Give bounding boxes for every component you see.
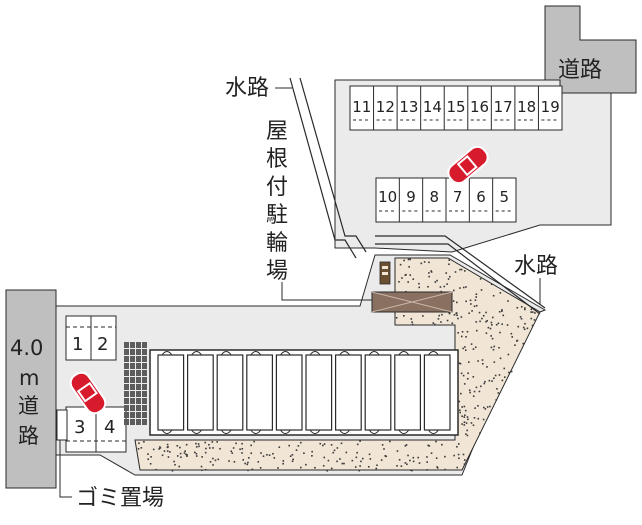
car-icon bbox=[447, 145, 489, 185]
slot-18: 18 bbox=[517, 98, 536, 116]
slot-1: 1 bbox=[72, 334, 83, 355]
waterway-right-label: 水路 bbox=[514, 254, 558, 279]
slot-8: 8 bbox=[430, 188, 440, 206]
slot-11: 11 bbox=[352, 98, 371, 116]
slot-3: 3 bbox=[74, 417, 85, 438]
apartment-unit bbox=[246, 354, 274, 431]
apartment-unit bbox=[335, 354, 362, 431]
slot-16: 16 bbox=[470, 98, 489, 116]
slot-10: 10 bbox=[378, 188, 397, 206]
slot-14: 14 bbox=[423, 98, 442, 116]
apartment-unit bbox=[305, 354, 333, 431]
apartment-unit bbox=[364, 354, 392, 431]
svg-text:根: 根 bbox=[266, 147, 288, 172]
slot-15: 15 bbox=[446, 98, 465, 116]
slot-12: 12 bbox=[376, 98, 395, 116]
svg-text:付: 付 bbox=[266, 175, 288, 200]
parking-left-top bbox=[65, 315, 117, 361]
garbage-leader bbox=[59, 440, 72, 498]
slot-7: 7 bbox=[453, 188, 463, 206]
bike-parking-label: 屋 根 付 駐 輪 場 bbox=[266, 119, 288, 284]
waterway-channel-left bbox=[289, 77, 357, 259]
slot-17: 17 bbox=[494, 98, 513, 116]
road-left-char-1: 道 bbox=[18, 394, 39, 418]
waterway-channel-left-2 bbox=[299, 77, 367, 253]
bike-parking-roof bbox=[371, 291, 453, 313]
svg-text:駐: 駐 bbox=[266, 203, 288, 228]
apartment-unit bbox=[423, 354, 451, 431]
entrance-tiles bbox=[124, 342, 147, 425]
bike-parking-leader bbox=[281, 282, 372, 301]
apartment-unit bbox=[394, 354, 421, 431]
svg-text:屋: 屋 bbox=[266, 119, 288, 144]
apartment-unit bbox=[275, 354, 303, 431]
car-icon-left bbox=[69, 371, 107, 415]
svg-text:場: 場 bbox=[266, 259, 288, 284]
waterway-channel-right-1 bbox=[375, 235, 546, 309]
road-left bbox=[5, 289, 57, 489]
apartment-unit bbox=[157, 354, 185, 431]
slot-6: 6 bbox=[476, 188, 486, 206]
slot-2: 2 bbox=[97, 334, 108, 355]
slot-19: 19 bbox=[541, 98, 560, 116]
road-left-char-2: 路 bbox=[18, 424, 39, 448]
svg-text:輪: 輪 bbox=[266, 231, 288, 256]
road-left-width: 4.0 bbox=[10, 336, 43, 360]
garbage-box bbox=[56, 409, 68, 441]
parking-row-upper bbox=[349, 85, 563, 131]
apartment-unit bbox=[187, 354, 214, 431]
mailbox-icon bbox=[379, 261, 391, 285]
slot-4: 4 bbox=[104, 417, 115, 438]
road-top-label: 道路 bbox=[558, 58, 602, 83]
slot-5: 5 bbox=[500, 188, 510, 206]
apartment-unit bbox=[216, 354, 244, 431]
garbage-label: ゴミ置場 bbox=[76, 486, 164, 511]
slot-9: 9 bbox=[406, 188, 416, 206]
slot-13: 13 bbox=[399, 98, 418, 116]
waterway-top-label: 水路 bbox=[225, 76, 269, 101]
road-left-unit: m bbox=[19, 366, 39, 390]
waterway-channel-right-2 bbox=[375, 243, 541, 315]
